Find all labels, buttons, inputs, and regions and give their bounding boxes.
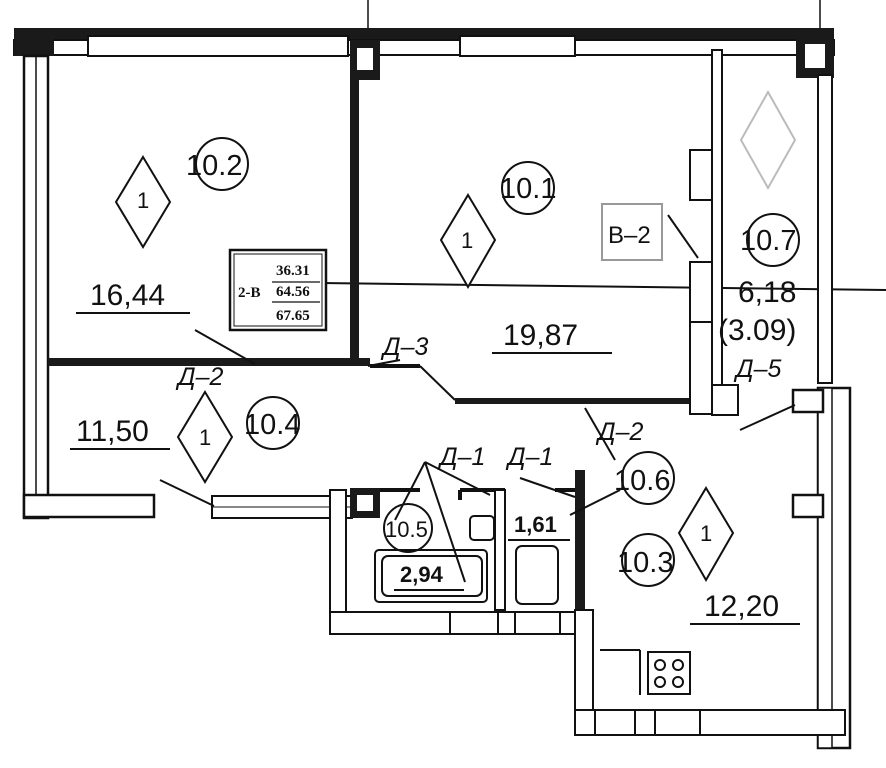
door-label-d2-right: Д–2	[595, 418, 644, 446]
svg-text:64.56: 64.56	[276, 284, 310, 300]
right-wall	[791, 74, 852, 750]
room-area-10-1: 19,87	[503, 319, 578, 352]
marker-diamond-10-3: 1	[677, 486, 735, 583]
room-area-10-6: 1,61	[514, 512, 557, 537]
marker-diamond-10-4: 1	[176, 390, 234, 484]
svg-text:1: 1	[461, 228, 473, 253]
svg-text:2-В: 2-В	[238, 285, 261, 301]
room-code-10-6: 10.6	[614, 465, 670, 497]
column-top	[350, 40, 380, 80]
room-code-10-2: 10.2	[186, 150, 242, 182]
marker-diamond-10-2: 1	[114, 155, 172, 249]
svg-text:1: 1	[137, 188, 149, 213]
room-area-10-5: 2,94	[400, 562, 444, 587]
room-circle-10-4	[246, 396, 300, 450]
sink-icon	[469, 515, 495, 541]
toilet-icon	[515, 545, 559, 605]
room-area-10-7: 6,18	[738, 276, 796, 309]
top-wall	[13, 28, 835, 78]
svg-text:36.31: 36.31	[276, 263, 310, 279]
room-area-10-4: 11,50	[76, 415, 149, 448]
section-line	[319, 282, 886, 291]
svg-text:1: 1	[700, 521, 712, 546]
bathroom-walls	[329, 470, 585, 635]
partition-wall-balcony	[689, 49, 739, 416]
room-code-10-3: 10.3	[617, 547, 673, 579]
partition-wall-horizontal	[48, 358, 370, 366]
leader-lines	[159, 214, 796, 583]
room-circle-10-2	[195, 137, 249, 191]
svg-text:В–2: В–2	[608, 222, 651, 249]
room-code-10-7: 10.7	[740, 225, 796, 257]
window-tag: В–2	[601, 203, 663, 261]
partition-wall-lower	[370, 364, 690, 404]
svg-text:1: 1	[199, 425, 211, 450]
room-code-10-1: 10.1	[500, 173, 556, 205]
marker-diamond-10-1: 1	[439, 193, 497, 290]
room-circle-10-3	[621, 533, 675, 587]
room-code-10-5: 10.5	[385, 517, 428, 542]
left-wall	[22, 54, 353, 520]
door-label-d3: Д–3	[380, 333, 429, 361]
room-circle-10-5	[383, 503, 433, 553]
svg-text:67.65: 67.65	[276, 308, 310, 324]
partition-wall-vertical	[350, 80, 359, 366]
room-circle-10-6	[621, 451, 675, 505]
room-area-10-7-reduced: (3.09)	[718, 314, 796, 347]
room-area-10-3: 12,20	[704, 590, 779, 623]
stove-icon	[647, 651, 691, 695]
room-area-10-2: 16,44	[90, 279, 165, 312]
door-label-d1-left: Д–1	[437, 443, 485, 471]
marker-diamond-10-7	[739, 89, 797, 191]
room-circle-10-1	[501, 161, 555, 215]
door-label-d1-right: Д–1	[505, 443, 553, 471]
bathtub-icon	[374, 549, 488, 603]
door-label-d5: Д–5	[733, 355, 782, 383]
door-label-d2-left: Д–2	[175, 363, 224, 391]
apartment-tag: 2-В 36.31 64.56 67.65	[228, 248, 328, 332]
room-code-10-4: 10.4	[244, 409, 300, 441]
kitchen-walls	[574, 609, 846, 736]
room-circle-10-7	[746, 213, 800, 267]
